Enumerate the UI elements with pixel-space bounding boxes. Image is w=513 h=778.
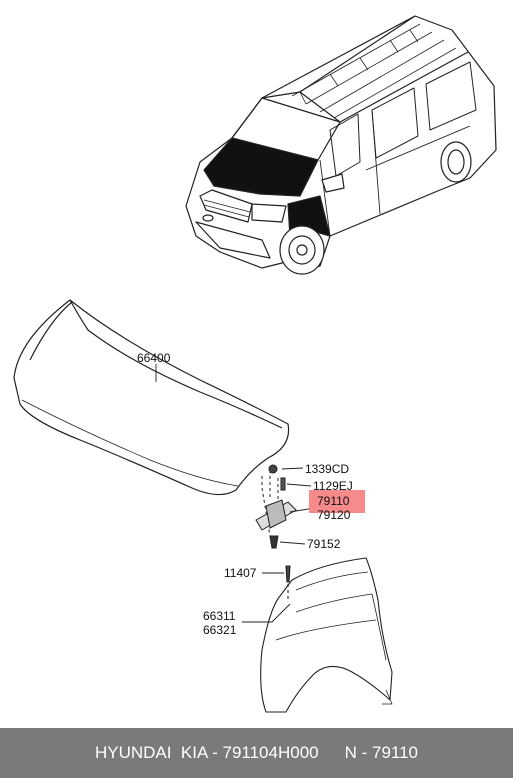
- leader-79152: [279, 541, 306, 545]
- catalog-reference: HYUNDAI KIA - 791104H000: [94, 743, 319, 762]
- label-66321[interactable]: 66321: [203, 623, 237, 637]
- label-1339cd[interactable]: 1339CD: [305, 462, 349, 476]
- leader-fender: [242, 603, 291, 623]
- label-hood[interactable]: 66400: [137, 351, 171, 365]
- leader-1129ej: [286, 483, 312, 487]
- parts-diagram: 66400 1339CD 1129EJ 79110 79120 79152 11…: [13, 15, 497, 713]
- van-illustration: [185, 15, 497, 275]
- label-66311[interactable]: 66311: [203, 609, 236, 623]
- catalog-footer-bar: HYUNDAI KIA - 791104H000 N - 79110: [0, 728, 513, 778]
- leader-lines: [155, 364, 315, 623]
- label-79110[interactable]: 79110: [317, 494, 350, 508]
- label-11407[interactable]: 11407: [224, 566, 257, 580]
- leader-1339cd: [281, 467, 304, 470]
- fender-panel: [260, 557, 393, 713]
- footer-part-number: N - 79110: [344, 743, 419, 762]
- label-79152[interactable]: 79152: [307, 537, 341, 551]
- hood-panel: [13, 299, 290, 496]
- label-1129ej[interactable]: 1129EJ: [313, 479, 353, 493]
- label-79120[interactable]: 79120: [317, 508, 351, 522]
- part-highlight-box: [309, 490, 365, 513]
- hinge-assembly: [255, 464, 297, 549]
